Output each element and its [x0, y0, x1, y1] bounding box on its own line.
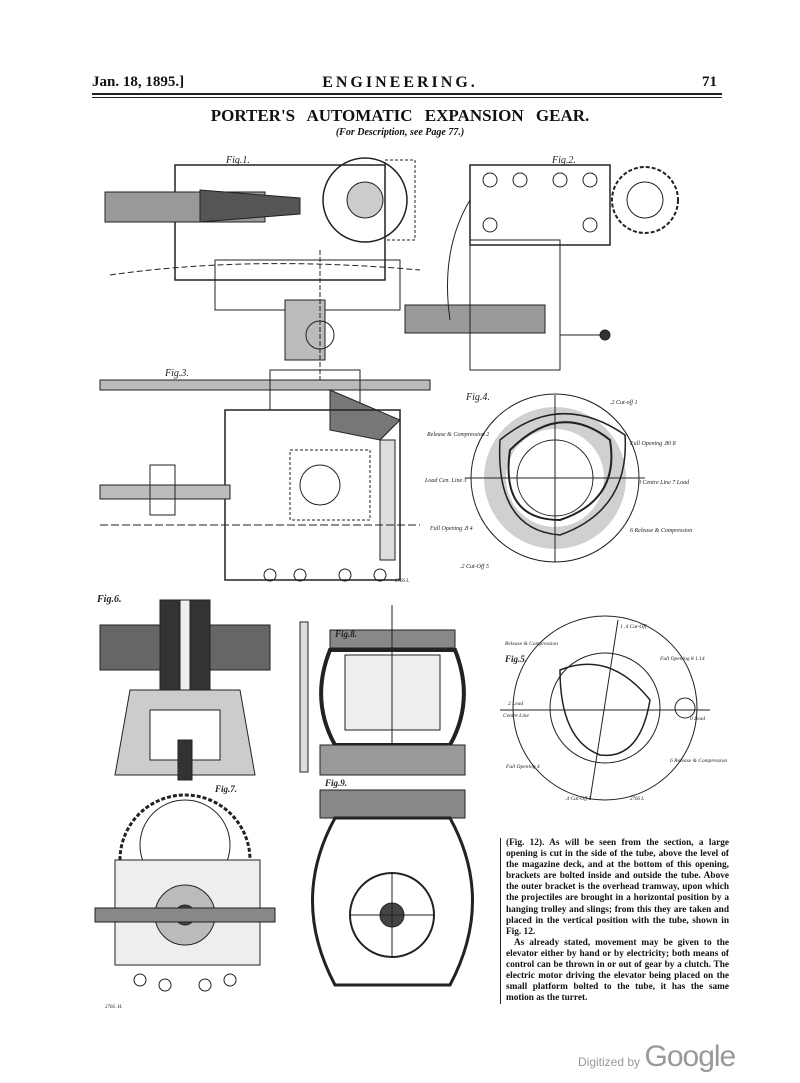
- journal-name: ENGINEERING.: [322, 74, 478, 91]
- google-logo: Google: [644, 1040, 736, 1073]
- paragraph: (Fig. 12). As will be seen from the sect…: [506, 838, 729, 937]
- fig5-annotation: 1 .4 Cut-Off: [620, 623, 648, 630]
- paragraph: As already stated, movement may be given…: [506, 937, 729, 1004]
- fig4-annotation: .2 Cut-off 1: [610, 399, 638, 406]
- fig4-ref: 2766 L: [395, 579, 409, 584]
- figure-3-drawing: [99, 369, 431, 582]
- fig6-label: Fig.6.: [96, 594, 121, 605]
- fig3-label: Fig.3.: [164, 368, 189, 379]
- fig1-label: Fig.1.: [225, 155, 250, 166]
- fig5-annotation: .4 Cut-Off 5: [565, 795, 592, 802]
- fig4-annotation: Load Cen. Line 3: [424, 478, 467, 484]
- figure-7-drawing: [94, 793, 276, 992]
- header-rule: [92, 93, 722, 95]
- figure-1-drawing: [104, 157, 421, 380]
- fig5-annotation: 0 Lead: [690, 716, 705, 722]
- fig4-annotation: .2 Cut-Off 5: [460, 563, 489, 570]
- fig5-annotation: 2 Lead: [508, 701, 523, 707]
- header-date: Jan. 18, 1895.]: [92, 74, 185, 90]
- fig5-annotation: 6 Release & Compression: [670, 758, 727, 764]
- fig5-ref: 2766 L: [630, 797, 644, 802]
- fig7-ref: 2766 .H.: [105, 1005, 122, 1010]
- fig9-label: Fig.9.: [324, 778, 347, 788]
- article-subtitle: (For Description, see Page 77.): [335, 127, 465, 138]
- fig8-label: Fig.8.: [334, 629, 357, 639]
- fig5-annotation: Full Opening 8 1.14: [659, 655, 705, 662]
- figure-5-diagram: [500, 615, 710, 801]
- figure-4-diagram: [465, 393, 645, 563]
- page-number: 71: [702, 74, 717, 90]
- fig5-annotation: Full Opening 4: [505, 763, 540, 770]
- watermark-prefix: Digitized by: [578, 1055, 641, 1069]
- fig4-label: Fig.4.: [465, 392, 490, 403]
- article-title: PORTER'S AUTOMATIC EXPANSION GEAR.: [210, 106, 590, 125]
- fig4-annotation: 6 Release & Compression: [630, 528, 692, 534]
- figure-8-9-drawing: [299, 605, 474, 987]
- fig5-label: Fig.5.: [504, 654, 527, 664]
- digitized-watermark: Digitized by Google: [578, 1040, 736, 1074]
- header-rule-thin: [92, 97, 722, 98]
- figure-6-drawing: [99, 599, 271, 781]
- fig4-annotation: Full Opening .8 4: [429, 525, 473, 532]
- fig4-annotation: Release & Compression 2: [426, 432, 489, 438]
- fig4-annotation: 0 Centre Line 7 Load: [638, 480, 690, 486]
- fig5-annotation: Release & Compression: [504, 641, 558, 647]
- fig2-label: Fig.2.: [551, 155, 576, 166]
- fig4-annotation: Full Opening .80 8: [629, 441, 676, 447]
- body-text: (Fig. 12). As will be seen from the sect…: [500, 838, 729, 1005]
- fig7-label: Fig.7.: [214, 784, 237, 794]
- figure-2-drawing: [404, 164, 679, 371]
- fig5-annotation: Centre Line: [503, 713, 529, 719]
